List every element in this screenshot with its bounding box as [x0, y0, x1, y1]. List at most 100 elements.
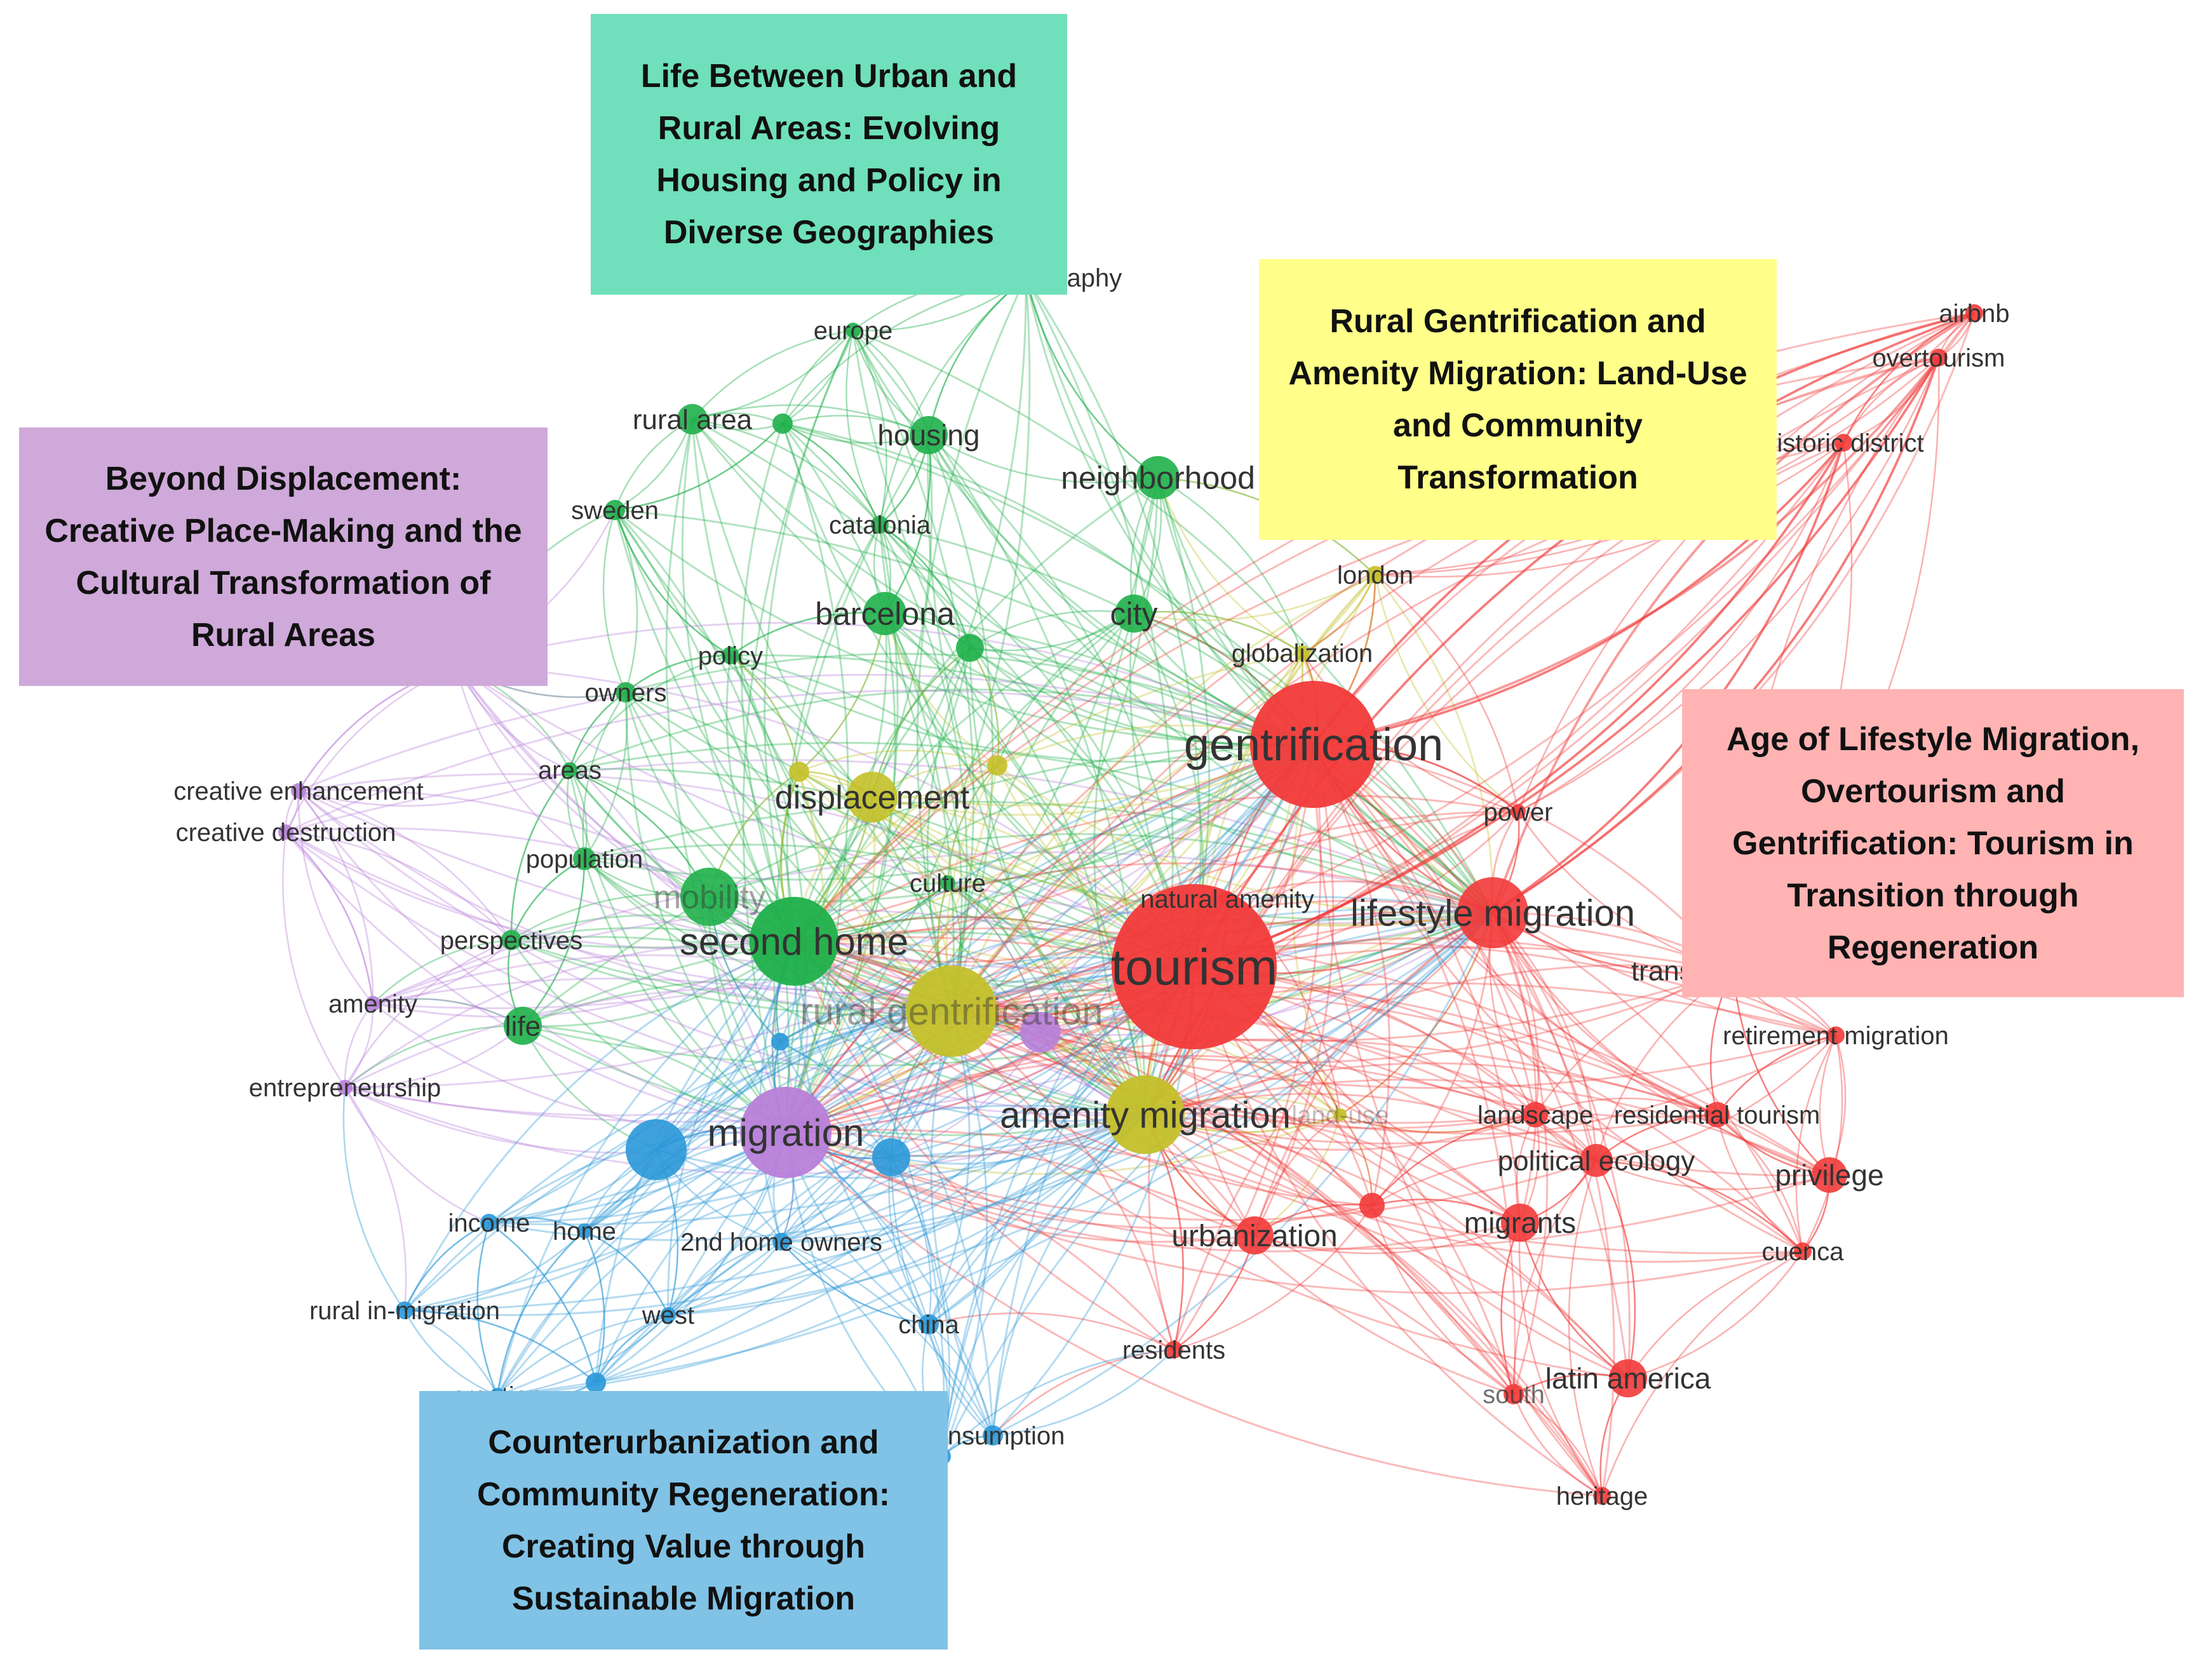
node-china[interactable]	[919, 1314, 939, 1334]
network-edge	[1716, 1114, 1804, 1252]
node-unlabeled[interactable]	[1020, 1012, 1061, 1052]
node-airbnb[interactable]	[1965, 304, 1983, 322]
node-migration[interactable]	[740, 1087, 831, 1178]
node-latin-america[interactable]	[1609, 1359, 1647, 1397]
node-amenity-migration[interactable]	[1106, 1075, 1185, 1154]
node-power[interactable]	[1511, 804, 1526, 819]
network-edge	[344, 939, 512, 1088]
node-sweden[interactable]	[605, 500, 625, 520]
network-edge	[1512, 1160, 1597, 1395]
network-edge	[951, 1006, 1803, 1253]
network-edge	[584, 1230, 670, 1315]
node-areas[interactable]	[562, 762, 577, 777]
node-west[interactable]	[661, 1307, 676, 1322]
node-home[interactable]	[577, 1223, 592, 1239]
network-edge	[1145, 1062, 1718, 1116]
node-creative-enhancement[interactable]	[291, 783, 306, 798]
node-cuenca[interactable]	[1794, 1242, 1812, 1260]
node-migrants[interactable]	[1501, 1204, 1539, 1242]
node-unlabeled[interactable]	[771, 1033, 789, 1051]
node-political-ecology[interactable]	[1580, 1144, 1613, 1177]
node-displacement[interactable]	[847, 772, 898, 823]
node-rural-in-migration[interactable]	[396, 1301, 414, 1319]
node-label-west: west	[642, 1301, 694, 1329]
network-edge	[951, 969, 1733, 1064]
network-edge	[1375, 574, 1519, 812]
node-life[interactable]	[504, 1007, 542, 1045]
node-city[interactable]	[1115, 595, 1153, 633]
network-edge	[891, 1032, 1042, 1159]
network-edge	[372, 939, 512, 1005]
network-edge	[595, 1314, 669, 1383]
network-edge	[927, 434, 994, 1012]
node-landscape[interactable]	[1523, 1102, 1548, 1127]
node-catalonia[interactable]	[871, 516, 889, 534]
node-entrepreneurship[interactable]	[337, 1080, 353, 1095]
network-edge	[798, 770, 1493, 926]
node-historic-district[interactable]	[1834, 434, 1852, 452]
network-edge	[969, 647, 1000, 766]
node-culture[interactable]	[940, 875, 955, 890]
node-urbanization[interactable]	[1235, 1216, 1274, 1254]
network-edge	[785, 1038, 1718, 1134]
node-overtourism[interactable]	[1930, 349, 1948, 366]
node-retirement-migration[interactable]	[1827, 1026, 1845, 1044]
network-edge	[668, 1241, 782, 1316]
node-population[interactable]	[573, 847, 596, 870]
network-edge	[1173, 744, 1322, 1350]
node-second-home[interactable]	[750, 897, 838, 986]
node-unlabeled[interactable]	[626, 1119, 687, 1180]
network-edge	[781, 1241, 929, 1326]
node-label-land-use: land-use	[1291, 1101, 1389, 1129]
network-edge	[285, 689, 1314, 833]
node-consumption[interactable]	[983, 1425, 1003, 1446]
network-edge	[522, 858, 586, 1026]
node-south[interactable]	[1504, 1384, 1524, 1404]
node-amenity[interactable]	[365, 996, 380, 1011]
node-globalization[interactable]	[1295, 645, 1310, 661]
node-perspectives[interactable]	[501, 930, 522, 950]
node-income[interactable]	[480, 1214, 498, 1232]
network-edge	[785, 982, 1836, 1134]
network-edge	[285, 831, 1195, 996]
node-europe[interactable]	[845, 323, 861, 338]
node-unlabeled[interactable]	[772, 413, 793, 434]
node-owners[interactable]	[616, 682, 636, 702]
node-2nd-home-owners[interactable]	[772, 1233, 790, 1251]
node-mobility[interactable]	[680, 868, 739, 926]
node-unlabeled[interactable]	[586, 1373, 606, 1393]
node-unlabeled[interactable]	[956, 634, 984, 662]
node-land-use[interactable]	[1334, 1108, 1347, 1121]
network-edge	[1173, 911, 1493, 1350]
network-edge	[781, 329, 854, 424]
node-london[interactable]	[1366, 566, 1384, 584]
node-unlabeled[interactable]	[872, 1138, 910, 1176]
node-tourism[interactable]	[1112, 884, 1277, 1049]
network-edge	[1145, 964, 1733, 1116]
node-unlabeled[interactable]	[1359, 1193, 1385, 1218]
node-unlabeled[interactable]	[987, 755, 1007, 776]
node-creative-destruction[interactable]	[278, 824, 293, 840]
node-lifestyle-migration[interactable]	[1457, 877, 1528, 948]
network-edge	[511, 936, 1146, 1116]
network-edge	[668, 966, 1195, 1316]
node-residents[interactable]	[1165, 1341, 1183, 1359]
network-edge	[372, 998, 523, 1027]
node-housing[interactable]	[910, 416, 948, 454]
network-edge	[992, 912, 1494, 1437]
node-rural-area[interactable]	[677, 404, 708, 434]
network-edge	[793, 434, 933, 942]
node-privilege[interactable]	[1812, 1157, 1847, 1193]
node-unlabeled[interactable]	[789, 762, 809, 782]
node-rural-gentrification[interactable]	[906, 965, 997, 1057]
network-edge	[1491, 912, 1631, 1379]
node-barcelona[interactable]	[863, 592, 906, 635]
node-heritage[interactable]	[1593, 1487, 1611, 1505]
node-residential-tourism[interactable]	[1704, 1102, 1730, 1127]
network-edge	[344, 1003, 374, 1088]
node-neighborhood[interactable]	[1136, 456, 1180, 499]
node-gentrification[interactable]	[1250, 681, 1377, 808]
node-label-population: population	[526, 845, 643, 873]
network-edge	[785, 1131, 994, 1436]
node-policy[interactable]	[722, 647, 739, 664]
